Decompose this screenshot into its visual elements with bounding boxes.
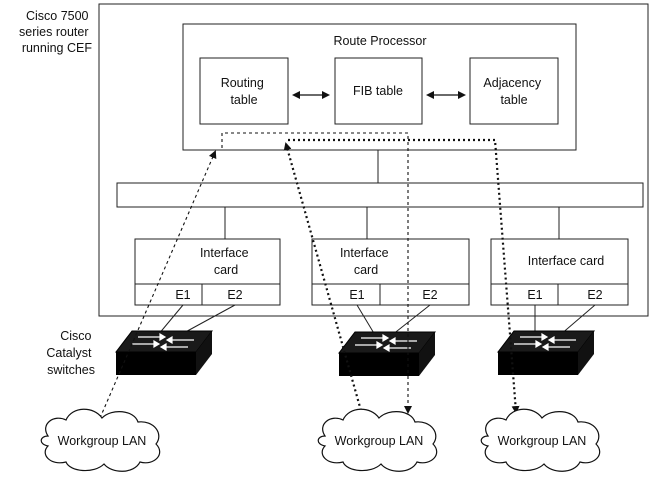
path-rp-to-lan2 — [221, 132, 412, 414]
card-3-port-e2: E2 — [587, 288, 602, 302]
path-lan1-to-routing-table — [99, 150, 217, 419]
card-1-port-e2: E2 — [227, 288, 242, 302]
card-2-port-e1: E1 — [349, 288, 364, 302]
router-chassis — [98, 3, 649, 317]
backplane-bus — [116, 182, 644, 208]
adjacency-table-label: Adjacency table — [483, 76, 544, 107]
card-3-port-e1: E1 — [527, 288, 542, 302]
interface-card-3-label: Interface card — [528, 254, 604, 268]
routing-table-label: Routing table — [221, 76, 268, 107]
interface-card-2-label: Interface card — [340, 246, 392, 277]
catalyst-switch-2 — [337, 331, 437, 376]
interface-card-2 — [311, 238, 470, 306]
path-lan2-to-fib — [283, 142, 367, 426]
routing-table-box — [199, 57, 289, 125]
workgroup-lan-3-label: Workgroup LAN — [498, 434, 587, 448]
workgroup-lan-cloud-3: Workgroup LAN — [480, 408, 601, 472]
card-1-port-e1: E1 — [175, 288, 190, 302]
path-fib-to-lan3 — [288, 138, 520, 414]
workgroup-lan-1-label: Workgroup LAN — [58, 434, 147, 448]
interface-card-3 — [490, 238, 629, 306]
interface-card-1-label: Interface card — [200, 246, 252, 277]
workgroup-lan-2-label: Workgroup LAN — [335, 434, 424, 448]
workgroup-lan-cloud-1: Workgroup LAN — [40, 408, 161, 472]
route-processor-title: Route Processor — [333, 34, 426, 48]
workgroup-lan-cloud-2: Workgroup LAN — [317, 408, 438, 472]
catalyst-switch-1 — [114, 330, 214, 375]
adjacency-table-box — [469, 57, 559, 125]
router-label: Cisco 7500 series router running CEF — [19, 9, 92, 55]
switches-label: Cisco Catalyst switches — [46, 329, 95, 377]
card-2-port-e2: E2 — [422, 288, 437, 302]
fib-table-label: FIB table — [353, 84, 403, 98]
interface-card-1 — [134, 238, 281, 306]
fib-table-box — [334, 57, 423, 125]
catalyst-switch-3 — [496, 330, 596, 375]
